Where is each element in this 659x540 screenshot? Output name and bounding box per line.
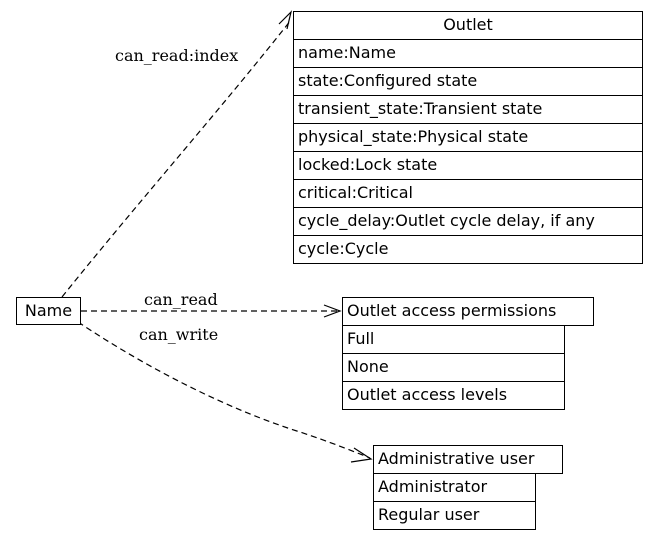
outlet-field-physical-state: physical_state:Physical state — [293, 123, 643, 152]
outlet-field-name: name:Name — [293, 39, 643, 68]
arrowhead-admin — [350, 447, 373, 463]
outlet-field-cycle-delay: cycle_delay:Outlet cycle delay, if any — [293, 207, 643, 236]
arrowhead-permissions — [323, 304, 342, 318]
name-node-label: Name — [16, 297, 81, 325]
outlet-field-transient-state: transient_state:Transient state — [293, 95, 643, 124]
admin-user-table-title: Administrative user — [373, 445, 563, 474]
outlet-field-cycle: cycle:Cycle — [293, 235, 643, 264]
edge-label-can-read: can_read — [144, 290, 218, 309]
edge-can-write — [77, 321, 371, 459]
admin-user-field-regular-user: Regular user — [373, 501, 536, 530]
permissions-field-none: None — [342, 353, 565, 382]
outlet-field-state: state:Configured state — [293, 67, 643, 96]
edge-label-can-read-index: can_read:index — [115, 46, 238, 65]
outlet-field-critical: critical:Critical — [293, 179, 643, 208]
admin-user-field-administrator: Administrator — [373, 473, 536, 502]
permissions-field-full: Full — [342, 325, 565, 354]
permissions-table-title: Outlet access permissions — [342, 297, 594, 326]
edge-label-can-write: can_write — [139, 325, 218, 344]
arrowhead-outlet — [278, 10, 293, 30]
outlet-table-title: Outlet — [293, 11, 643, 40]
permissions-field-access-levels: Outlet access levels — [342, 381, 565, 410]
edge-can-read-index — [61, 19, 292, 298]
outlet-field-locked: locked:Lock state — [293, 151, 643, 180]
